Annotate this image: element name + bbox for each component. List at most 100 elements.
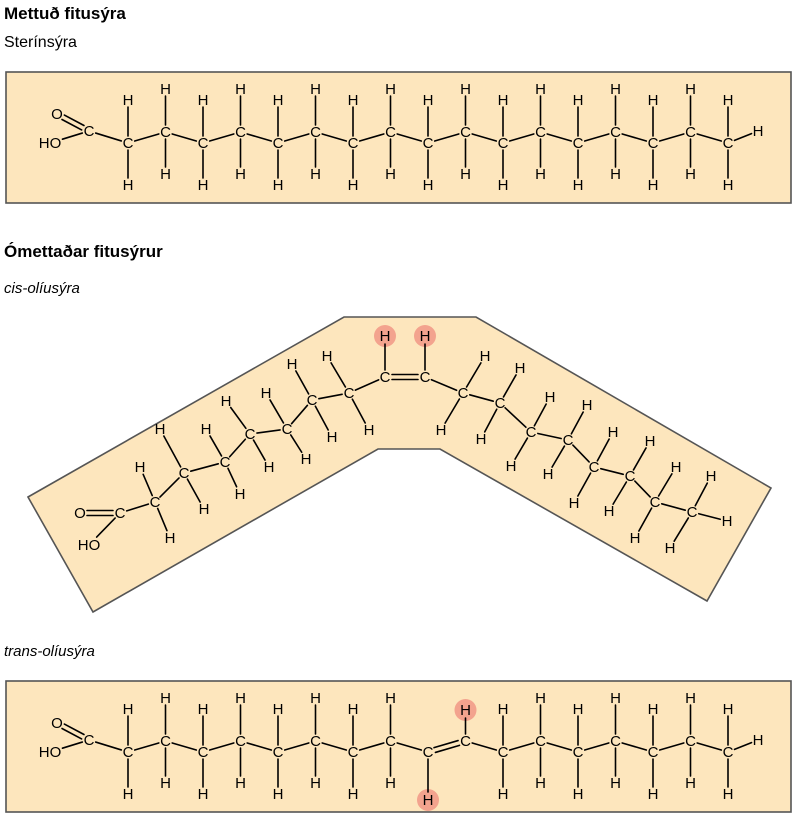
hydrogen-atom: H xyxy=(160,81,171,98)
hydrogen-atom: H xyxy=(348,177,359,194)
bond xyxy=(61,118,83,131)
hydrogen-atom: H xyxy=(123,177,134,194)
bond xyxy=(596,438,610,462)
carbon-atom: C xyxy=(685,124,696,141)
bond xyxy=(621,742,648,751)
bond xyxy=(430,378,458,392)
carbon-atom: C xyxy=(245,426,256,443)
hydrogen-atom: H xyxy=(460,81,471,98)
hydrogen-atom: H xyxy=(235,81,246,98)
bond xyxy=(673,517,690,542)
bond xyxy=(583,133,610,142)
hydrogen-atom: H xyxy=(235,690,246,707)
carbon-atom: C xyxy=(723,135,734,152)
bond xyxy=(504,406,527,429)
hydrogen-atom: H xyxy=(235,166,246,183)
bond xyxy=(471,133,498,142)
hydrogen-atom: H xyxy=(608,424,619,441)
bond xyxy=(696,742,723,751)
bond xyxy=(697,512,722,521)
bond xyxy=(209,435,223,457)
bond xyxy=(396,742,423,751)
carbon-atom: C xyxy=(423,135,434,152)
hydrogen-atom: H xyxy=(535,775,546,792)
hydrogen-atom: H xyxy=(198,177,209,194)
bond xyxy=(163,435,182,468)
hydrogen-atom: H xyxy=(498,786,509,803)
carbon-atom: C xyxy=(273,135,284,152)
carbon-atom: C xyxy=(282,421,293,438)
saturated-heading: Mettuð fitusýra xyxy=(4,4,126,23)
hydrogen-atom: H xyxy=(160,775,171,792)
bond xyxy=(433,739,459,749)
stearic-panel xyxy=(5,71,792,204)
highlight-marker xyxy=(417,789,439,811)
carbon-atom: C xyxy=(573,135,584,152)
hydrogen-atom: H xyxy=(423,92,434,109)
bond xyxy=(733,741,753,751)
bond xyxy=(94,132,123,142)
hydrogen-atom: H xyxy=(610,775,621,792)
bond xyxy=(621,133,648,142)
hydrogen-atom: H xyxy=(348,92,359,109)
highlight-marker xyxy=(374,325,396,347)
hydrogen-atom: H xyxy=(273,92,284,109)
hydroxyl-group: HO xyxy=(39,135,62,152)
highlight-marker xyxy=(454,699,477,721)
hydrogen-atom: H xyxy=(685,775,696,792)
hydrogen-atom: H xyxy=(535,690,546,707)
hydrogen-atom: H xyxy=(423,792,434,809)
hydrogen-atom: H xyxy=(535,166,546,183)
hydrogen-atom: H xyxy=(423,177,434,194)
hydrogen-atom: H xyxy=(753,123,764,140)
carbon-atom: C xyxy=(150,494,161,511)
bond xyxy=(733,132,753,142)
carboxyl-carbon: C xyxy=(84,123,95,140)
carbon-atom: C xyxy=(344,385,355,402)
bond xyxy=(289,434,303,454)
bond xyxy=(657,473,673,497)
hydrogen-atom: H xyxy=(671,459,682,476)
hydrogen-atom: H xyxy=(235,775,246,792)
hydrogen-atom: H xyxy=(310,775,321,792)
carbon-atom: C xyxy=(307,392,318,409)
hydrogen-atom: H xyxy=(198,786,209,803)
bond xyxy=(269,399,285,424)
hydrogen-atom: H xyxy=(723,786,734,803)
carbon-atom: C xyxy=(723,744,734,761)
hydrogen-atom: H xyxy=(476,431,487,448)
bond xyxy=(577,472,592,497)
hydrogen-atom: H xyxy=(498,92,509,109)
carbon-atom: C xyxy=(687,504,698,521)
carbon-atom: C xyxy=(495,395,506,412)
carbon-atom: C xyxy=(573,744,584,761)
hydrogen-atom: H xyxy=(348,701,359,718)
bond xyxy=(156,507,168,532)
bond xyxy=(246,133,273,142)
bond xyxy=(444,398,461,424)
bond xyxy=(546,133,573,142)
bond xyxy=(314,405,329,431)
hydroxyl-group: HO xyxy=(78,537,101,554)
bond xyxy=(330,362,347,388)
hydrogen-atom: H xyxy=(706,468,717,485)
hydrogen-atom: H xyxy=(160,690,171,707)
hydrogen-atom: H xyxy=(221,393,232,410)
bond xyxy=(133,133,160,142)
carbon-atom: C xyxy=(348,744,359,761)
hydrogen-atom: H xyxy=(160,166,171,183)
hydrogen-atom: H xyxy=(348,786,359,803)
highlight-marker xyxy=(414,325,436,347)
bond xyxy=(658,133,685,142)
bond xyxy=(634,480,651,498)
hydrogen-atom: H xyxy=(515,360,526,377)
hydrogen-atom: H xyxy=(460,166,471,183)
bond xyxy=(632,447,647,471)
hydrogen-atom: H xyxy=(582,397,593,414)
bond xyxy=(612,481,628,505)
bond xyxy=(599,467,625,476)
hydrogen-atom: H xyxy=(385,81,396,98)
bond xyxy=(694,482,709,507)
carbon-atom: C xyxy=(198,135,209,152)
hydrogen-atom: H xyxy=(645,433,656,450)
